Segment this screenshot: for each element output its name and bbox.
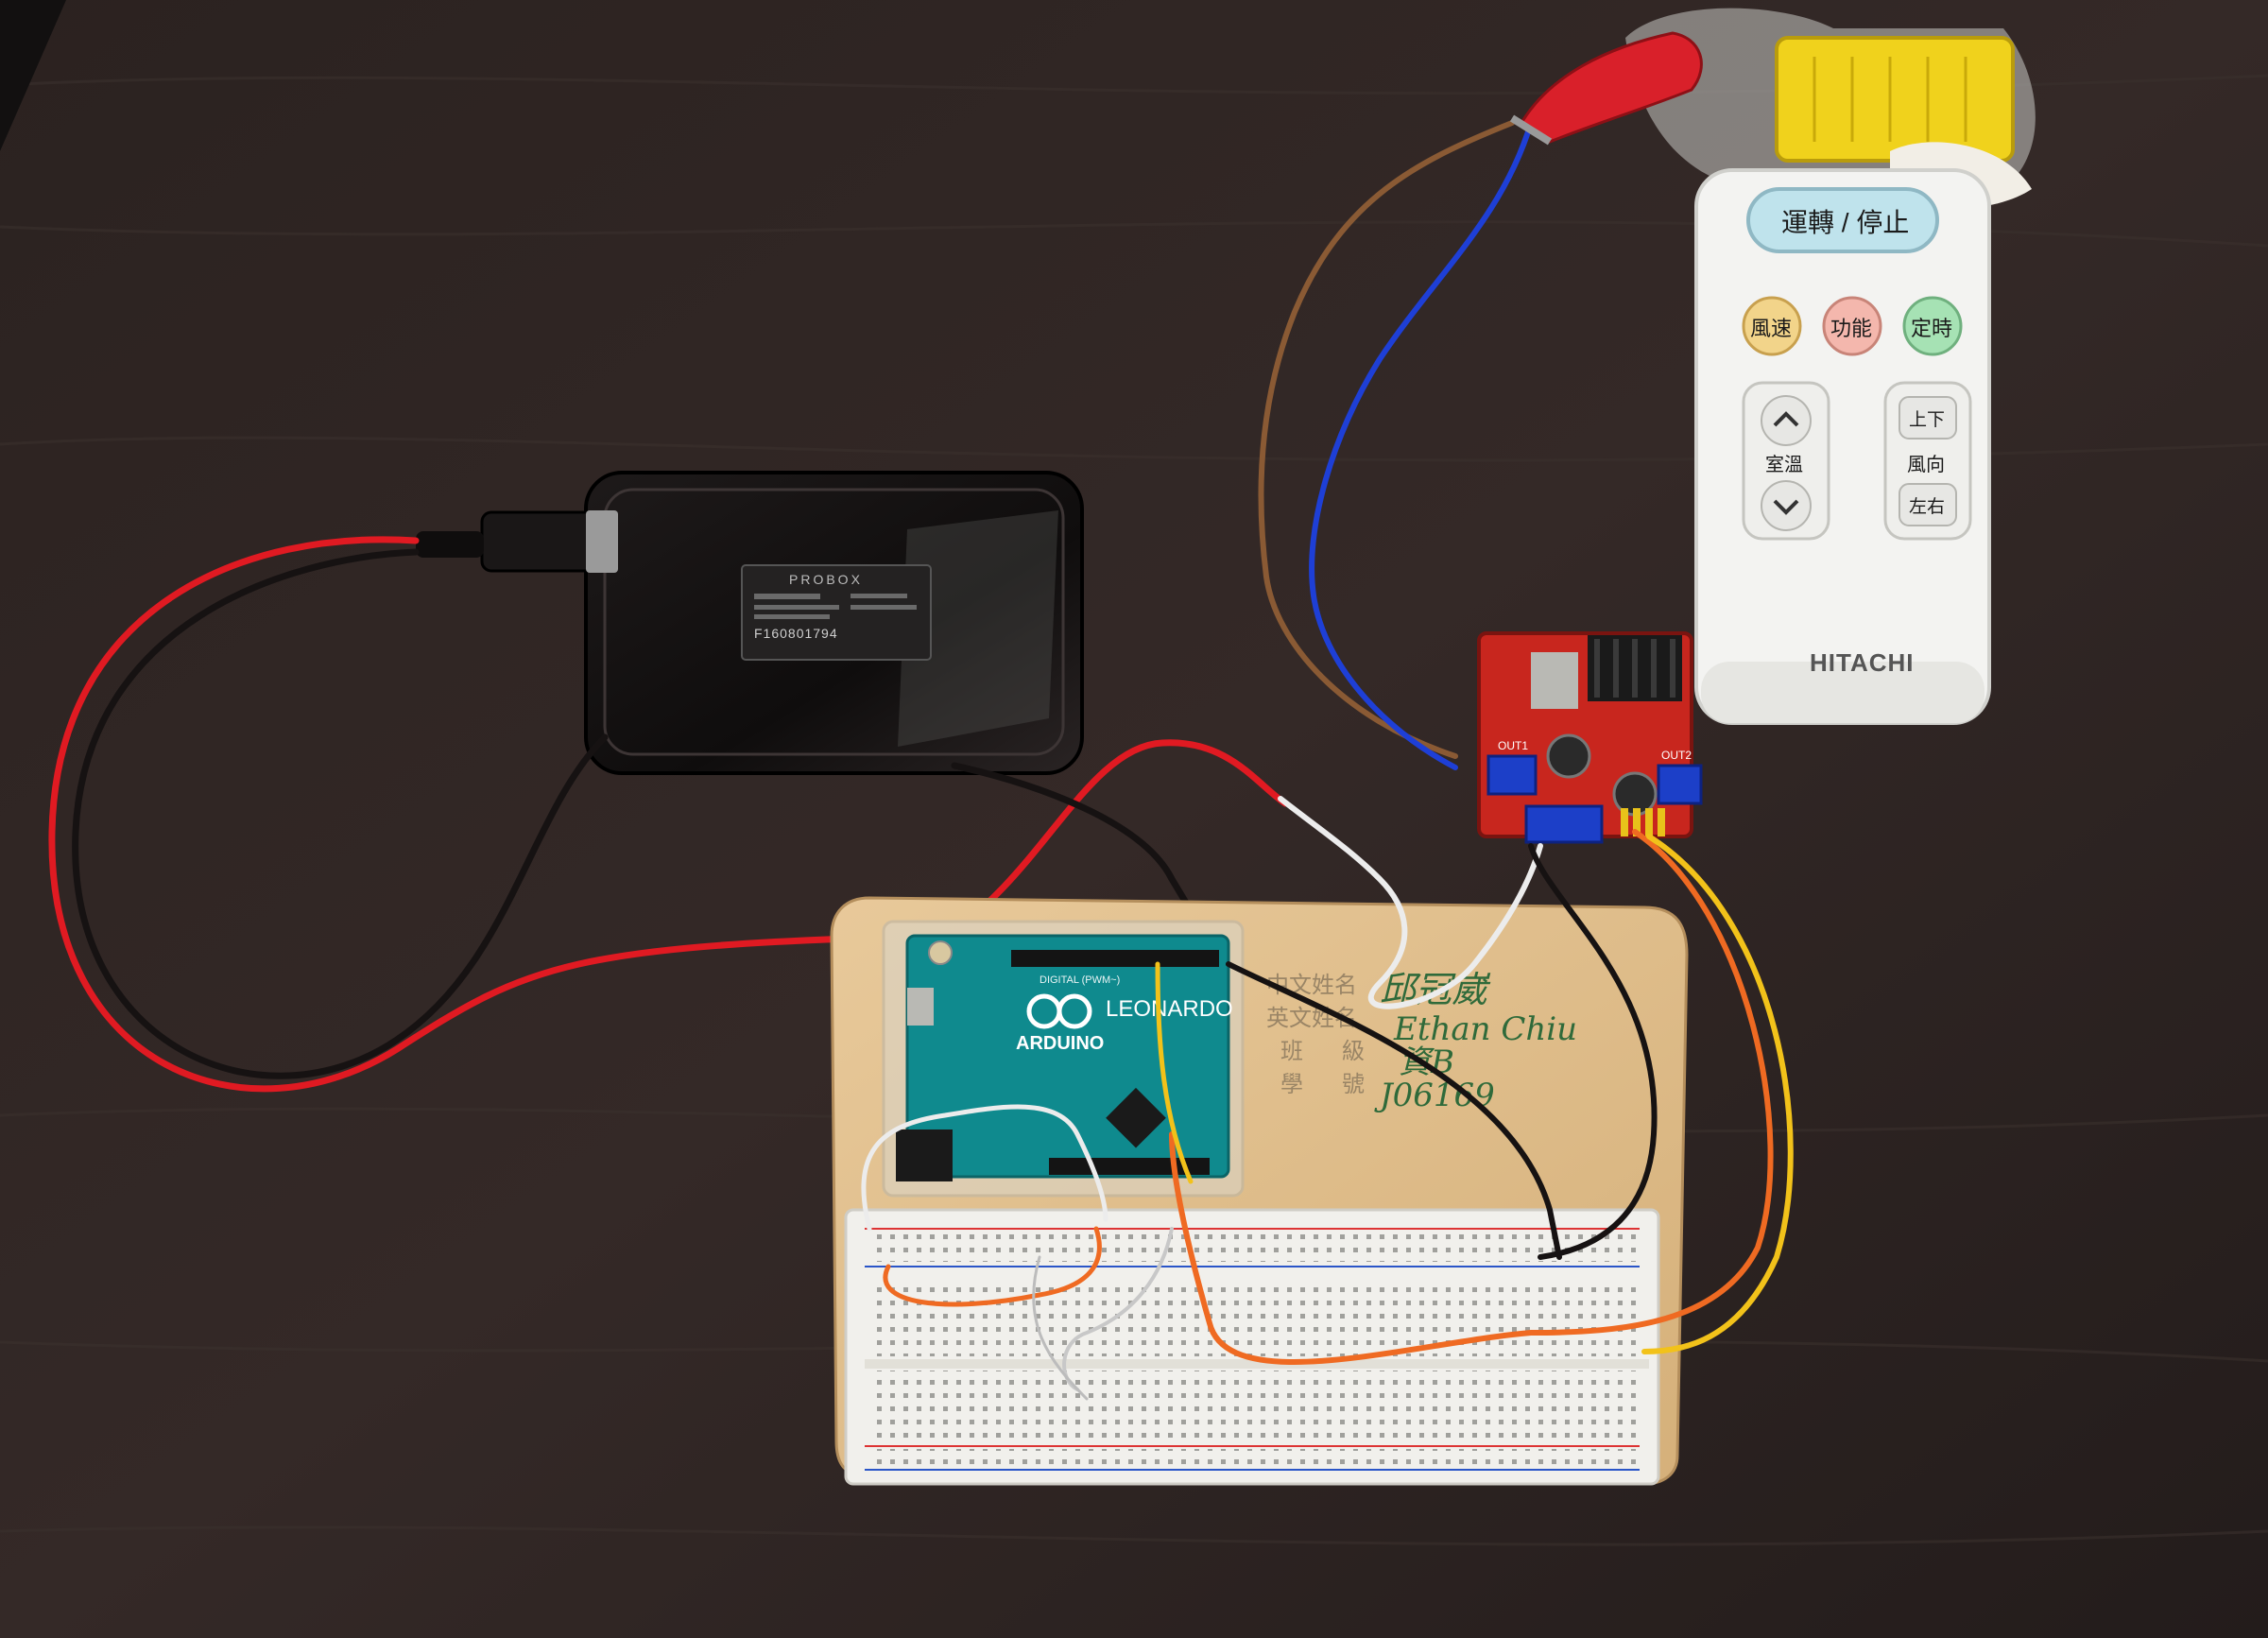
remote-brand: HITACHI (1810, 648, 1915, 677)
remote-updown-label: 上下 (1909, 409, 1945, 430)
infinity-logo-icon (1026, 993, 1092, 1029)
chevron-down-icon (1761, 480, 1812, 531)
handwritten-student-id: J06169 (1374, 1077, 1495, 1114)
handwritten-name-en: Ethan Chiu (1393, 1010, 1577, 1048)
out1-label: OUT1 (1498, 739, 1528, 752)
yellow-gear-motor (1775, 36, 2015, 163)
power-bank-serial: F160801794 (754, 626, 838, 641)
remote-function-button (1822, 296, 1882, 356)
remote-function-label: 功能 (1830, 317, 1872, 340)
remote-timer-label: 定時 (1911, 317, 1952, 340)
chevron-up-icon (1761, 395, 1812, 446)
card-label-class: 班 (1280, 1039, 1303, 1064)
card-label-class-2: 級 (1342, 1039, 1365, 1064)
power-bank-brand: PROBOX (789, 572, 863, 587)
card-label-id-2: 號 (1342, 1072, 1365, 1097)
breadboard (844, 1208, 1660, 1486)
reset-button (928, 940, 953, 965)
remote-control: 運轉 / 停止 風速 功能 定時 室溫 上下 風向 左右 HITACHI (1694, 168, 1991, 725)
remote-leftright-button (1899, 483, 1957, 526)
power-bank: PROBOX F160801794 (584, 471, 1084, 775)
capacitor (1546, 733, 1591, 779)
remote-power-button (1746, 187, 1939, 253)
remote-power-label: 運轉 / 停止 (1781, 208, 1909, 237)
arduino-maker: ARDUINO (1016, 1033, 1104, 1054)
out2-label: OUT2 (1661, 749, 1692, 762)
remote-speed-label: 風速 (1750, 317, 1792, 340)
power-bank-label (741, 564, 932, 661)
wires-front (861, 796, 1794, 1401)
remote-temp-label: 室溫 (1765, 454, 1803, 475)
wires-back (48, 120, 1534, 1093)
remote-timer-button (1902, 296, 1963, 356)
remote-leftright-label: 左右 (1909, 496, 1945, 517)
terminal-out2 (1657, 764, 1703, 805)
motor-driver-board: OUT1 OUT2 (1477, 631, 1703, 844)
alligator-clip (1509, 31, 1703, 146)
desk-corner-shadow (0, 0, 66, 151)
usb-port (907, 988, 934, 1026)
arduino-board: DIGITAL (PWM~) LEONARDO ARDUINO (882, 920, 1245, 1198)
arduino-header-label: DIGITAL (PWM~) (1040, 974, 1120, 986)
card-label-name-zh: 中文姓名 (1266, 973, 1357, 998)
card-label-id: 學 (1280, 1072, 1303, 1097)
remote-direction-label: 風向 (1907, 454, 1945, 475)
terminal-out1 (1486, 754, 1538, 796)
dc-jack (896, 1129, 953, 1181)
remote-speed-button (1742, 296, 1802, 356)
terminal-power (1524, 804, 1604, 844)
arduino-model: LEONARDO (1106, 996, 1233, 1022)
usb-plug (416, 510, 618, 573)
microcontroller (1106, 1087, 1166, 1148)
digital-header (1011, 950, 1219, 967)
remote-updown-button (1899, 396, 1957, 440)
